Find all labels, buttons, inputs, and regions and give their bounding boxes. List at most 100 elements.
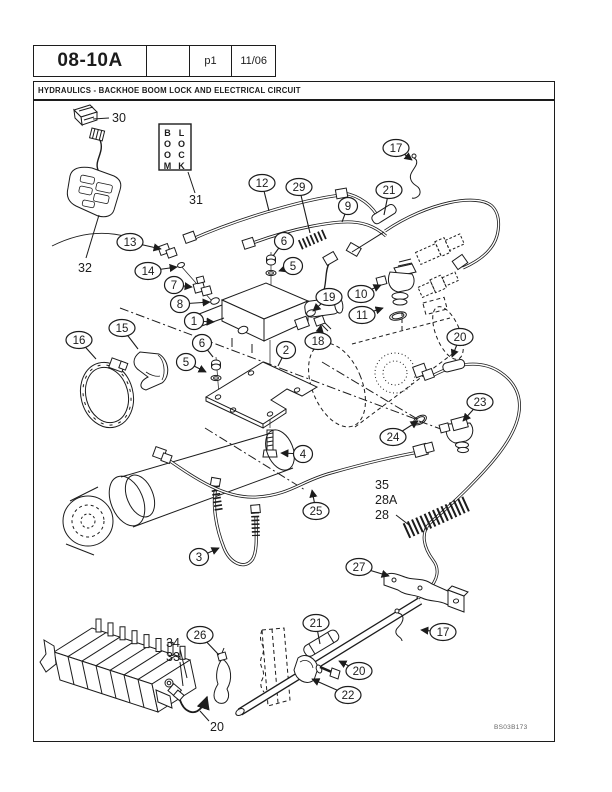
decal-letter: L [179,128,185,138]
quick-coupler-upper [414,233,465,266]
decal-letter: K [178,161,185,171]
callout-17: 17 [382,138,413,161]
callout-21: 21 [302,613,330,645]
plug-18 [313,314,332,332]
svg-text:35: 35 [375,478,389,492]
tube-sleeve-21-lower [303,629,340,657]
svg-text:18: 18 [312,336,325,348]
callout-8: 8 [169,294,211,314]
o-ring-8 [210,297,220,305]
tube-9 [241,220,387,258]
callout-18: 18 [304,324,332,351]
decal-letter: O [164,150,171,160]
callout-1: 1 [183,311,215,331]
svg-text:19: 19 [323,292,336,304]
callout-22: 22 [311,678,362,705]
callout-26: 26 [186,625,220,656]
lower-tube-assembly [235,597,423,717]
svg-text:12: 12 [256,178,269,190]
svg-text:4: 4 [300,449,307,461]
page-number: p1 [190,46,233,76]
quick-coupler-lower [417,271,460,299]
svg-text:20: 20 [454,332,467,344]
console-panel [51,166,135,247]
svg-text:25: 25 [310,506,323,518]
hose-25 [151,441,435,499]
svg-text:33: 33 [166,650,180,664]
callout-14: 14 [134,261,178,281]
callout-3: 3 [188,547,220,567]
label-33: 33 [166,650,184,687]
callout-12: 12 [248,173,276,212]
svg-text:1: 1 [191,316,197,328]
svg-text:21: 21 [383,185,396,197]
callout-7: 7 [163,275,193,295]
svg-text:32: 32 [78,261,92,275]
callout-16: 16 [65,330,97,360]
hose-3 [209,476,261,567]
label-35: 35 [375,478,389,492]
label-28: 28 [375,508,410,526]
callout-21: 21 [375,180,403,216]
decal-letter: C [178,150,185,160]
diagram-frame [33,100,555,742]
hose-clip-lower [394,608,404,642]
svg-text:2: 2 [283,345,289,357]
svg-text:5: 5 [290,261,296,273]
svg-text:6: 6 [281,236,287,248]
section-title-bar: HYDRAULICS - BACKHOE BOOM LOCK AND ELECT… [33,81,555,100]
callout-9: 9 [337,196,359,223]
decal-letter: O [178,139,185,149]
label-31: 31 [187,171,203,207]
callout-20: 20 [446,327,474,358]
hose-clip-top [409,153,421,199]
pad-15 [133,351,169,391]
svg-text:7: 7 [171,280,177,292]
callout-5: 5 [278,256,304,276]
o-ring-11 [389,311,407,321]
bracket-27 [383,572,469,613]
svg-text:9: 9 [345,201,351,213]
wire-terminal-33-34 [164,678,185,702]
svg-text:14: 14 [142,266,155,278]
svg-text:11: 11 [356,310,368,322]
callout-6: 6 [272,231,295,257]
revision-date: 11/06 [240,55,268,67]
o-ring-14 [177,262,185,268]
nut-6-lower [211,359,221,371]
fitting-13 [157,242,212,301]
hydraulic-cylinder [62,429,295,556]
fuse-block [39,618,197,713]
valve-assembly [189,250,344,428]
rocker-switch [73,104,106,181]
callout-15: 15 [108,318,139,350]
hose-21-arch [371,198,500,271]
svg-text:30: 30 [112,111,126,125]
svg-text:28A: 28A [375,493,398,507]
assembly-axis-lines [119,307,450,491]
svg-text:26: 26 [194,630,207,642]
svg-text:23: 23 [474,397,487,409]
decal-letter: B [164,128,171,138]
decal-letter: M [164,161,172,171]
callout-5: 5 [175,352,207,373]
label-32: 32 [78,214,100,275]
washer-5-upper [265,269,277,277]
callout-27: 27 [345,557,390,578]
fitting-7 [192,275,213,297]
svg-text:27: 27 [353,562,366,574]
label-30: 30 [92,111,126,125]
figure-code: BS03B173 [494,724,528,731]
svg-text:3: 3 [196,552,202,564]
spring-28 [402,495,472,539]
svg-text:24: 24 [387,432,400,444]
elbow-fitting-10 [375,258,417,306]
decal-letter: O [164,139,171,149]
svg-text:6: 6 [199,338,205,350]
label-28A: 28A [375,493,398,507]
svg-text:17: 17 [390,143,403,155]
callout-23: 23 [462,392,494,422]
